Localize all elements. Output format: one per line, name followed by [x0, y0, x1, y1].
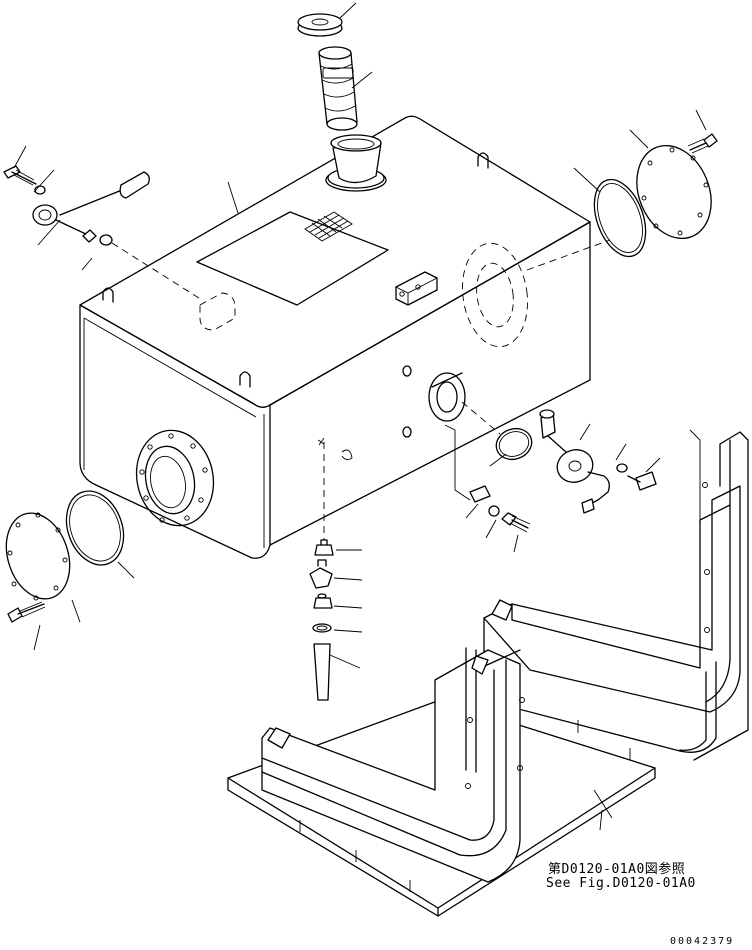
sensor-flange [428, 372, 466, 422]
level-sensor-assembly [461, 401, 657, 514]
cover-plate [5, 512, 71, 601]
gasket [65, 490, 125, 566]
figure-code: 00042379 [670, 936, 735, 947]
bracket [444, 424, 531, 533]
filler-strainer [318, 46, 373, 131]
mesh-screen [304, 211, 353, 242]
bolt [687, 133, 718, 154]
tank-mounting-frame [227, 429, 749, 917]
gasket [593, 178, 647, 258]
leader-lines [13, 109, 707, 831]
lifting-eye [102, 287, 114, 303]
filler-cap [297, 2, 357, 37]
cover-plate [636, 144, 712, 240]
bolt [7, 601, 46, 623]
float-gauge-assembly [3, 165, 203, 301]
filler-neck [327, 134, 385, 189]
lifting-eye [477, 152, 489, 169]
front-port-flange [135, 429, 215, 527]
lifting-eye [239, 371, 251, 388]
figure-reference-en: See Fig.D0120-01A0 [546, 876, 696, 891]
drain-assembly [309, 442, 334, 701]
figure-reference-jp: 第D0120-01A0図参照 [548, 862, 686, 877]
